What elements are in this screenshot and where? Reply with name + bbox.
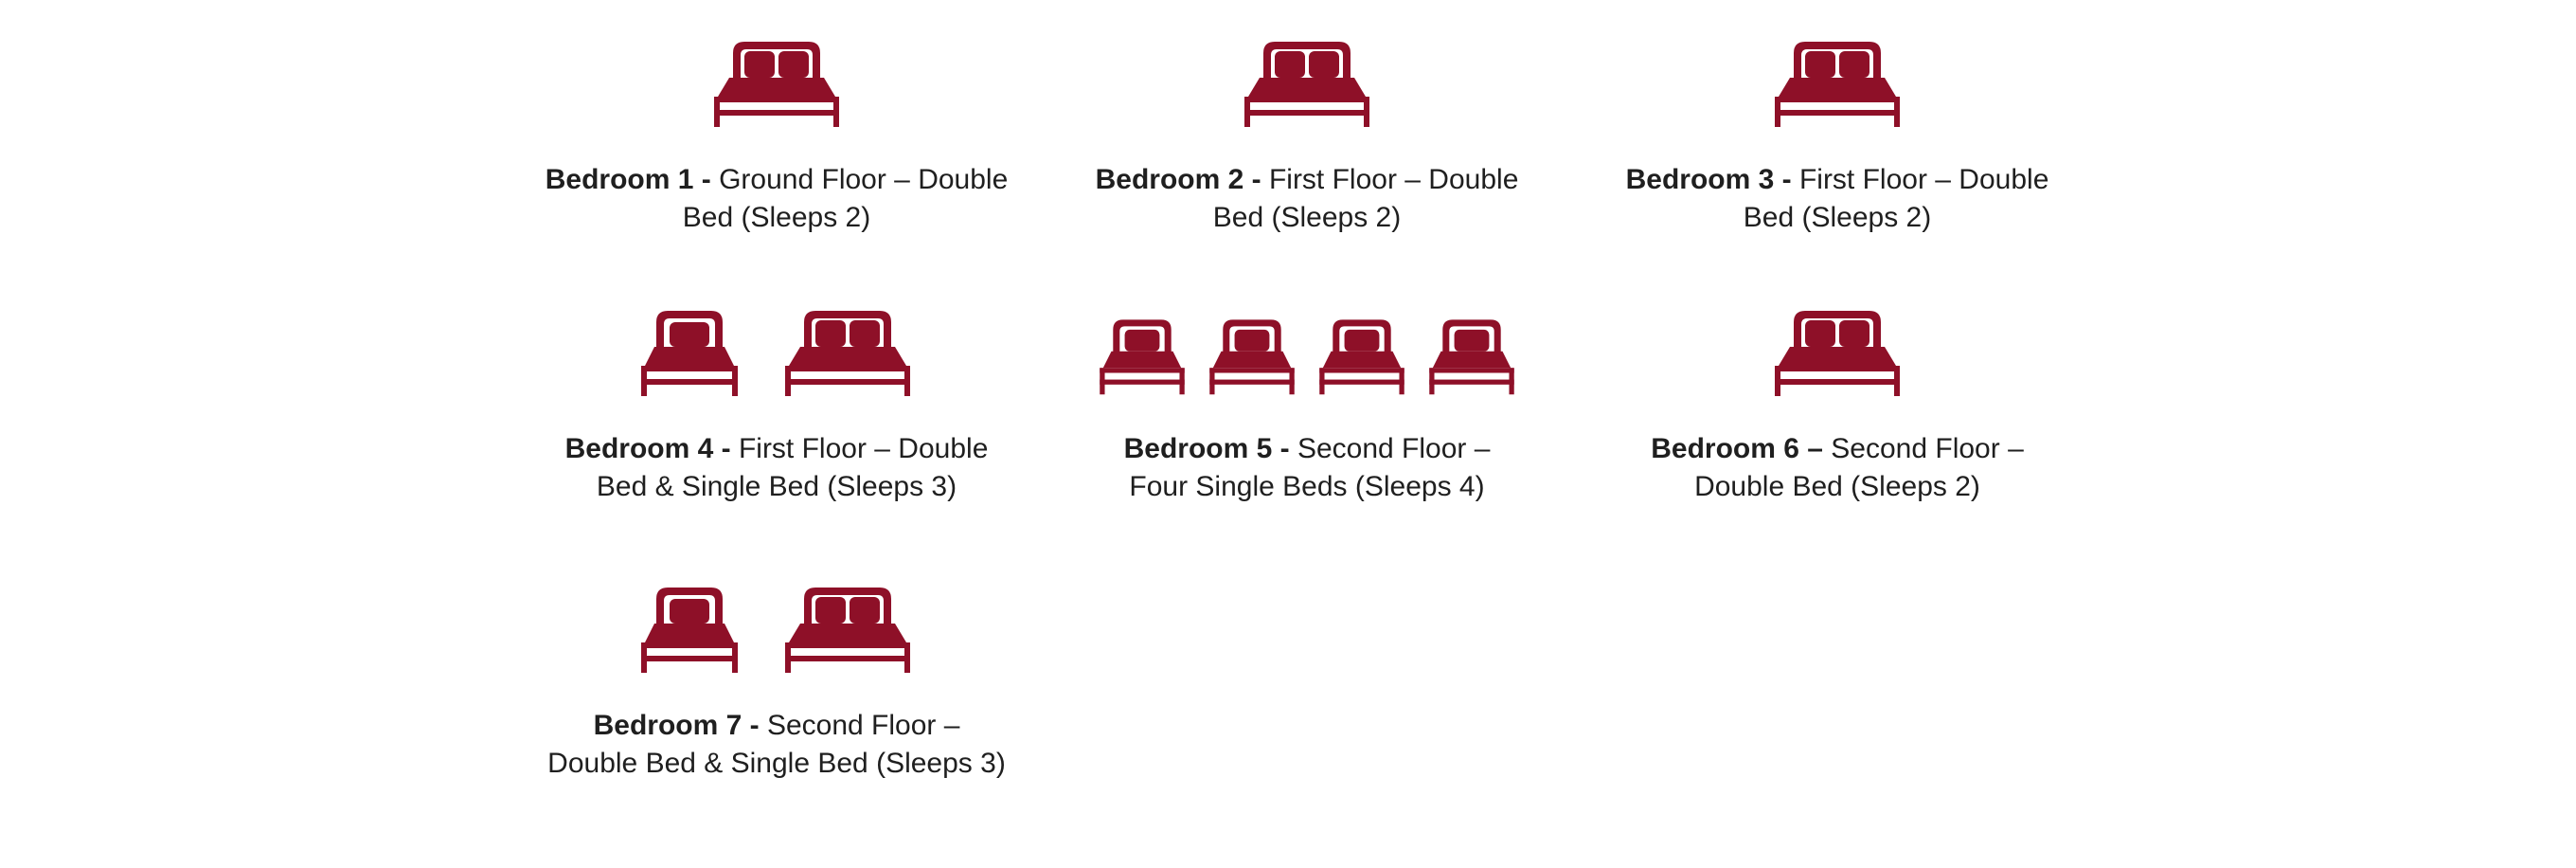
bedroom-description-line2: Bed & Single Bed (Sleeps 3) [596,471,957,502]
bedroom-title: Bedroom 6 – [1651,433,1832,464]
bedroom-description-line2: Bed (Sleeps 2) [682,202,871,233]
bed-icons [492,301,1061,396]
double-bed-icon [1767,309,1907,396]
single-bed-icon [1095,316,1190,396]
bedroom-caption: Bedroom 1 - Ground Floor – Double Bed (S… [492,161,1061,237]
bedroom-description-line2: Double Bed (Sleeps 2) [1694,471,1980,502]
bedroom-title: Bedroom 3 - [1625,164,1799,195]
bed-icons [492,32,1061,127]
double-bed-icon [1237,40,1377,127]
bedroom-title: Bedroom 5 - [1123,433,1297,464]
bedroom-title: Bedroom 2 - [1095,164,1269,195]
bedroom-card: Bedroom 4 - First Floor – Double Bed & S… [492,301,1061,506]
double-bed-icon [778,586,918,673]
bed-icons [1023,32,1591,127]
bedroom-description-line1: Ground Floor – Double [719,164,1009,195]
bedroom-card: Bedroom 3 - First Floor – Double Bed (Sl… [1553,32,2121,237]
bed-icons [1553,32,2121,127]
bed-icons [1553,301,2121,396]
bedroom-card: Bedroom 7 - Second Floor – Double Bed & … [492,578,1061,783]
bedroom-title: Bedroom 1 - [545,164,720,195]
double-bed-icon [778,309,918,396]
bedroom-description-line2: Bed (Sleeps 2) [1743,202,1932,233]
bedroom-description-line1: First Floor – Double [1268,164,1519,195]
bedroom-description-line1: Second Floor – [1831,433,2024,464]
bed-icons [492,578,1061,673]
bedroom-card: Bedroom 1 - Ground Floor – Double Bed (S… [492,32,1061,237]
single-bed-icon [635,586,743,673]
bedroom-card: Bedroom 2 - First Floor – Double Bed (Sl… [1023,32,1591,237]
bedroom-title: Bedroom 4 - [564,433,739,464]
single-bed-icon [1315,316,1409,396]
bedroom-caption: Bedroom 3 - First Floor – Double Bed (Sl… [1553,161,2121,237]
single-bed-icon [1205,316,1299,396]
bedroom-description-line2: Bed (Sleeps 2) [1212,202,1402,233]
bedroom-description-line1: Second Floor – [766,710,960,741]
bedroom-caption: Bedroom 4 - First Floor – Double Bed & S… [492,430,1061,506]
bedroom-description-line1: First Floor – Double [738,433,989,464]
double-bed-icon [707,40,847,127]
bedroom-caption: Bedroom 7 - Second Floor – Double Bed & … [492,707,1061,783]
bedroom-description-line1: First Floor – Double [1798,164,2049,195]
bedroom-caption: Bedroom 5 - Second Floor – Four Single B… [1023,430,1591,506]
single-bed-icon [1424,316,1519,396]
bedroom-caption: Bedroom 2 - First Floor – Double Bed (Sl… [1023,161,1591,237]
bedroom-title: Bedroom 7 - [593,710,767,741]
bedroom-description-line1: Second Floor – [1297,433,1491,464]
double-bed-icon [1767,40,1907,127]
bedroom-card: Bedroom 6 – Second Floor – Double Bed (S… [1553,301,2121,506]
bedroom-description-line2: Four Single Beds (Sleeps 4) [1129,471,1485,502]
bedroom-caption: Bedroom 6 – Second Floor – Double Bed (S… [1553,430,2121,506]
single-bed-icon [635,309,743,396]
bed-icons [1023,301,1591,396]
bedroom-description-line2: Double Bed & Single Bed (Sleeps 3) [547,748,1006,779]
bedroom-card: Bedroom 5 - Second Floor – Four Single B… [1023,301,1591,506]
